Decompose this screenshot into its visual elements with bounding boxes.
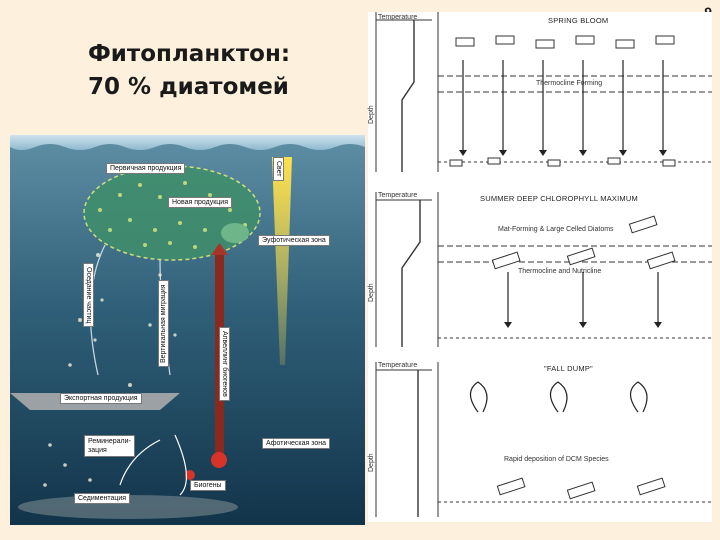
remineralization-line-1: Реминерали-	[88, 438, 131, 445]
remineralization-loop	[119, 434, 188, 496]
spring-bloom-title: SPRING BLOOM	[548, 16, 609, 25]
seasonal-diatom-diagram: Temperature SPRING BLOOM Depth Thermocli…	[368, 12, 712, 522]
fall-dump-title: "FALL DUMP"	[544, 364, 593, 373]
biogen-sphere	[211, 452, 227, 468]
rapid-deposition-label: Rapid deposition of DCM Species	[504, 456, 609, 463]
light-label: Свет	[273, 157, 284, 181]
thermocline-nutricline-label: Thermocline and Nutricline	[518, 268, 602, 275]
seasonal-diagram-graphic	[375, 12, 712, 517]
vertical-migration-label: Вертикальная миграция	[158, 280, 169, 367]
ocean-diagram: Первичная продукция Свет Новая продукция…	[10, 135, 365, 525]
sedimentation-label: Седиментация	[74, 493, 131, 504]
nutrient-cloud	[221, 223, 249, 243]
primary-production-label: Первичная продукция	[106, 163, 186, 174]
depth-label-1: Depth	[368, 105, 375, 124]
depth-label-3: Depth	[368, 453, 375, 472]
thermocline-forming-label: Thermocline Forming	[536, 80, 603, 87]
particle-sinking-label: Оседание частиц	[83, 263, 94, 328]
ocean-diagram-graphic	[10, 135, 365, 525]
temperature-label-1: Temperature	[378, 14, 418, 21]
sky-surface	[10, 135, 365, 150]
title-line-1: Фитопланктон:	[88, 41, 291, 67]
aphotic-zone-label: Афотическая зона	[262, 438, 331, 449]
phytoplankton-cloud	[83, 165, 261, 261]
remineralization-label: Реминерали- зация	[84, 435, 135, 457]
light-beam	[272, 157, 292, 365]
slide-title: Фитопланктон: 70 % диатомей	[88, 38, 290, 104]
biogen-sphere-small	[185, 470, 195, 480]
summer-dcm-title: SUMMER DEEP CHLOROPHYLL MAXIMUM	[480, 194, 638, 203]
depth-label-2: Depth	[368, 283, 375, 302]
upwelling-arrowhead	[211, 243, 228, 255]
remineralization-line-2: зация	[88, 447, 107, 454]
new-production-label: Новая продукция	[168, 197, 232, 208]
title-line-2: 70 % диатомей	[88, 74, 289, 100]
biogens-label: Биогены	[190, 480, 226, 491]
sinking-particles	[43, 253, 177, 487]
biogenic-uplift-label: Апвеллинг биогенов	[219, 327, 230, 401]
temperature-label-3: Temperature	[378, 362, 418, 369]
export-production-label: Экспортная продукция	[60, 393, 142, 404]
temperature-label-2: Temperature	[378, 192, 418, 199]
mat-forming-label: Mat-Forming & Large Celled Diatoms	[498, 226, 614, 233]
euphotic-zone-label: Эуфотическая зона	[258, 235, 330, 246]
sea-floor-sediment	[18, 495, 238, 519]
